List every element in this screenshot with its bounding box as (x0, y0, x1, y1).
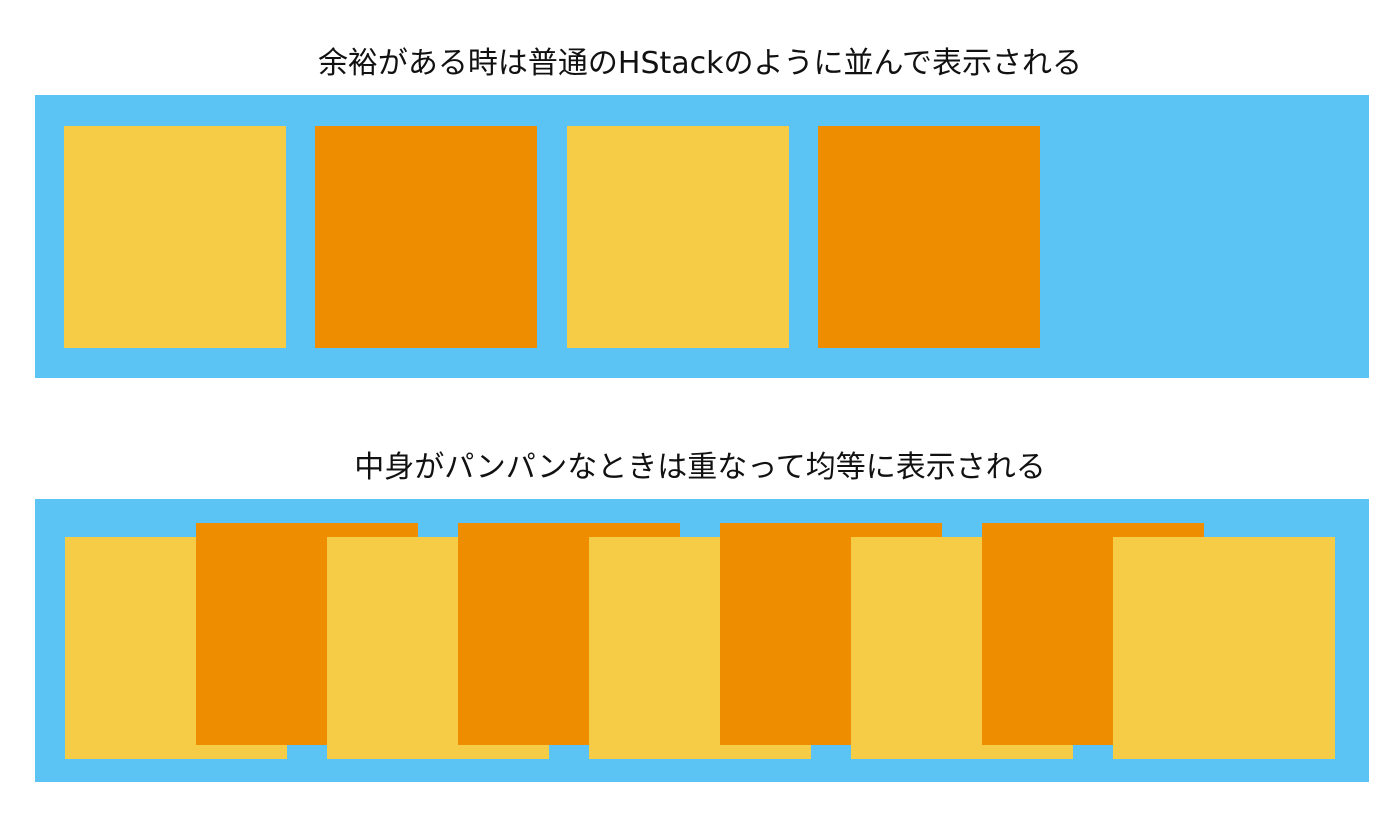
square-spacious-1-yellow (64, 126, 286, 348)
square-spacious-4-orange (817, 126, 1040, 348)
square-spacious-3-yellow (566, 126, 789, 348)
square-crowded-9-yellow (1113, 537, 1335, 759)
hstack-panel-crowded (35, 499, 1369, 782)
hstack-panel-spacious (35, 95, 1369, 378)
square-spacious-2-orange (315, 126, 538, 348)
caption-spacious: 余裕がある時は普通のHStackのように並んで表示される (317, 46, 1083, 81)
caption-crowded: 中身がパンパンなときは重なって均等に表示される (354, 450, 1046, 485)
